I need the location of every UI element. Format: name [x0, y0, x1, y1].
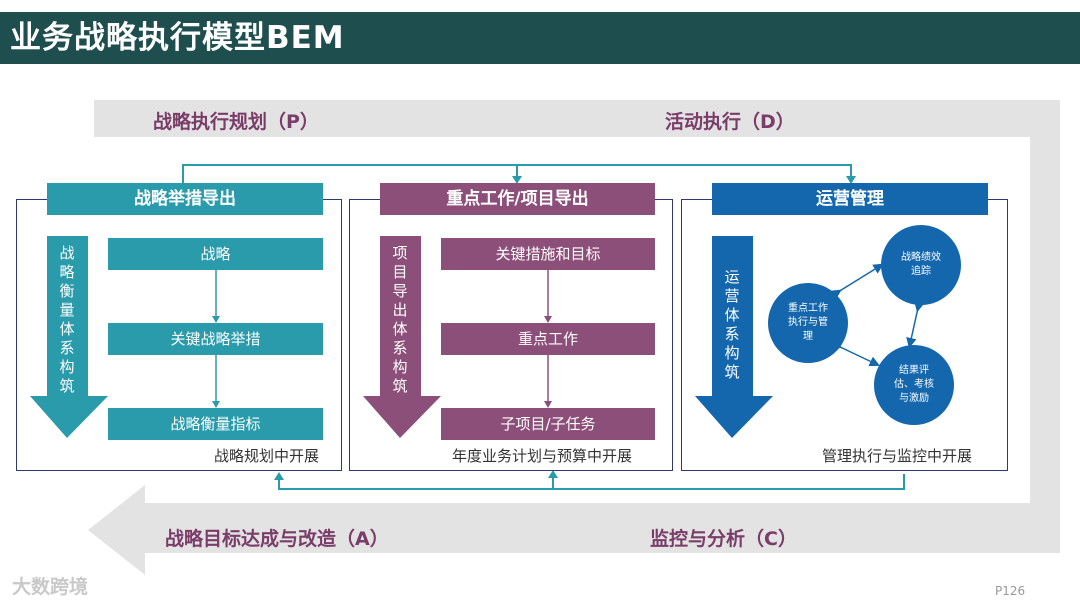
- projects-step-3: 子项目/子任务: [441, 408, 655, 440]
- page-number: P126: [995, 584, 1026, 598]
- phase-act-label: 战略目标达成与改造（A）: [165, 528, 389, 550]
- page-title: 业务战略执行模型BEM: [10, 20, 345, 56]
- projects-side-arrow-text: 项目导出体系构筑: [392, 244, 408, 395]
- bottom-arrowhead-left: [274, 472, 284, 480]
- circle-strategy-tracking: 战略绩效追踪: [881, 225, 961, 305]
- strategy-side-arrow-icon: [30, 236, 108, 438]
- operations-side-arrow-text: 运营体系构筑: [724, 268, 740, 381]
- strategy-step-3: 战略衡量指标: [108, 408, 323, 440]
- phase-check-label: 监控与分析（C）: [650, 528, 797, 550]
- projects-step-connectors: [544, 270, 552, 408]
- panel-projects-header: 重点工作/项目导出: [380, 183, 655, 215]
- panel-operations-header: 运营管理: [712, 183, 988, 215]
- projects-side-arrow-icon: [363, 236, 441, 438]
- phase-plan-label: 战略执行规划（P）: [153, 111, 319, 133]
- watermark-logo: 大数跨境: [12, 576, 89, 598]
- projects-step-2: 重点工作: [441, 323, 655, 355]
- panel-strategy-header: 战略举措导出: [47, 183, 323, 215]
- circle-evaluation: 结果评估、考核与激励: [874, 345, 954, 425]
- operations-cycle-arrows: [830, 263, 925, 367]
- circle-key-work: 重点工作执行与管理: [768, 283, 848, 363]
- strategy-side-arrow-text: 战略衡量体系构筑: [59, 244, 75, 395]
- title-bar: [0, 12, 1080, 64]
- bottom-connector-line: [278, 474, 905, 490]
- operations-footer: 管理执行与监控中开展: [822, 447, 973, 465]
- phase-do-label: 活动执行（D）: [665, 111, 795, 133]
- projects-step-1: 关键措施和目标: [441, 238, 655, 270]
- operations-side-arrow-icon: [695, 236, 773, 438]
- top-arrowhead-mid: [512, 176, 522, 184]
- strategy-step-1: 战略: [108, 238, 323, 270]
- strategy-step-2: 关键战略举措: [108, 323, 323, 355]
- gray-cycle-band: [88, 100, 1060, 575]
- strategy-footer: 战略规划中开展: [214, 447, 320, 465]
- projects-footer: 年度业务计划与预算中开展: [452, 447, 633, 465]
- strategy-step-connectors: [212, 270, 220, 408]
- top-arrowhead-right: [846, 176, 856, 184]
- bottom-arrowhead-mid: [548, 470, 558, 478]
